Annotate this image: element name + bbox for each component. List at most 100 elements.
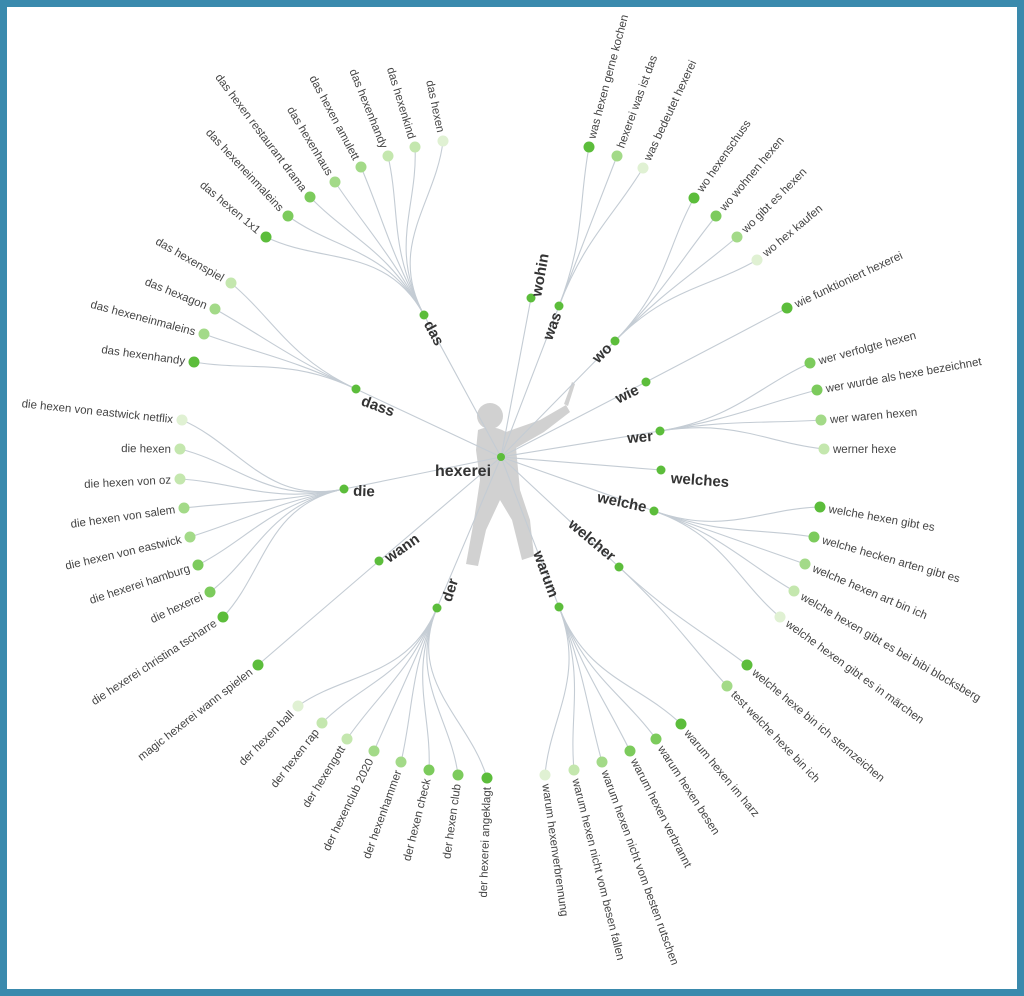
leaf-node[interactable] [721,680,733,692]
leaf-node[interactable] [452,769,464,781]
leaf-node[interactable] [176,414,188,426]
leaf-node[interactable] [781,302,793,314]
leaf-label[interactable]: magic hexerei wann spielen [136,667,255,764]
leaf-label[interactable]: der hexen check [402,777,434,862]
leaf-node[interactable] [192,559,204,571]
leaf-node[interactable] [174,443,186,455]
leaf-node[interactable] [198,328,210,340]
branch-node-die[interactable] [339,484,349,494]
leaf-label[interactable]: das hexenspiel [153,236,225,285]
branch-label-wann[interactable]: wann [381,530,423,566]
branch-node-welcher[interactable] [614,562,624,572]
branch-label-dass[interactable]: dass [359,393,397,421]
leaf-node[interactable] [539,769,551,781]
branch-label-die[interactable]: die [353,483,375,501]
leaf-node[interactable] [341,733,353,745]
branch-label-welches[interactable]: welches [669,470,729,491]
leaf-node[interactable] [818,443,830,455]
leaf-node[interactable] [423,764,435,776]
leaf-node[interactable] [252,659,264,671]
branch-label-wohin[interactable]: wohin [528,252,552,299]
leaf-node[interactable] [382,150,394,162]
branch-label-welcher[interactable]: welcher [564,515,619,565]
branch-node-warum[interactable] [554,602,564,612]
branch-label-warum[interactable]: warum [529,548,562,600]
branch-label-wer[interactable]: wer [625,428,653,447]
branch-label-wie[interactable]: wie [612,382,642,408]
leaf-node[interactable] [368,745,380,757]
leaf-node[interactable] [741,659,753,671]
leaf-label[interactable]: das hexen restaurant drama [212,72,309,195]
leaf-label[interactable]: die hexen von eastwick [64,534,183,572]
leaf-node[interactable] [217,611,229,623]
leaf-label[interactable]: wie funktioniert hexerei [792,250,905,311]
branch-node-welches[interactable] [656,465,666,475]
leaf-label[interactable]: die hexerei [149,591,205,626]
root-node[interactable] [497,453,505,461]
leaf-node[interactable] [355,161,367,173]
branch-label-der[interactable]: der [439,576,462,604]
leaf-label[interactable]: der hexerei angeklagt [478,786,494,898]
leaf-node[interactable] [596,756,608,768]
leaf-label[interactable]: der hexen club [441,783,463,859]
leaf-label[interactable]: wer verfolgte hexen [816,330,917,368]
leaf-node[interactable] [188,356,200,368]
leaf-label[interactable]: die hexen [121,443,171,456]
branch-node-wie[interactable] [641,377,651,387]
leaf-label[interactable]: das hexenkind [384,66,417,140]
leaf-label[interactable]: die hexen von salem [70,504,176,531]
leaf-label[interactable]: warum hexenverbrennung [539,782,570,917]
leaf-label[interactable]: die hexerei hamburg [88,563,191,607]
leaf-node[interactable] [260,231,272,243]
leaf-node[interactable] [675,718,687,730]
leaf-label[interactable]: wer waren hexen [829,407,918,427]
leaf-label[interactable]: das hexenhandy [101,344,186,368]
leaf-node[interactable] [583,141,595,153]
leaf-node[interactable] [292,700,304,712]
leaf-node[interactable] [710,210,722,222]
branch-node-wo[interactable] [610,336,620,346]
branch-label-das[interactable]: das [420,318,447,349]
leaf-label[interactable]: die hexerei christina tscharre [89,618,219,708]
leaf-label[interactable]: der hexenhammer [361,769,404,861]
leaf-node[interactable] [731,231,743,243]
leaf-node[interactable] [178,502,190,514]
leaf-label[interactable]: test welche hexe bin ich [728,689,821,785]
leaf-label[interactable]: die hexen von eastwick netflix [21,398,174,426]
leaf-node[interactable] [611,150,623,162]
leaf-node[interactable] [637,162,649,174]
leaf-node[interactable] [481,772,493,784]
leaf-node[interactable] [788,585,800,597]
leaf-node[interactable] [409,141,421,153]
leaf-node[interactable] [808,531,820,543]
leaf-node[interactable] [225,277,237,289]
branch-node-welche[interactable] [649,506,659,516]
leaf-node[interactable] [624,745,636,757]
leaf-node[interactable] [282,210,294,222]
leaf-node[interactable] [804,357,816,369]
leaf-node[interactable] [329,176,341,188]
leaf-label[interactable]: das hexenhandy [347,68,390,151]
branch-node-was[interactable] [554,301,564,311]
branch-label-welche[interactable]: welche [595,489,648,516]
leaf-label[interactable]: welche hexen gibt es [827,503,936,534]
branch-node-das[interactable] [419,310,429,320]
branch-node-der[interactable] [432,603,442,613]
leaf-node[interactable] [650,733,662,745]
branch-label-was[interactable]: was [539,310,565,343]
leaf-node[interactable] [568,764,580,776]
leaf-node[interactable] [204,586,216,598]
leaf-label[interactable]: das hexeneinmaleins [89,299,197,339]
leaf-node[interactable] [316,717,328,729]
branch-node-dass[interactable] [351,384,361,394]
leaf-node[interactable] [174,473,186,485]
leaf-node[interactable] [688,192,700,204]
leaf-node[interactable] [209,303,221,315]
leaf-node[interactable] [437,135,449,147]
leaf-label[interactable]: das hexagon [143,276,209,312]
leaf-node[interactable] [304,191,316,203]
branch-node-wer[interactable] [655,426,665,436]
leaf-node[interactable] [815,414,827,426]
branch-node-wann[interactable] [374,556,384,566]
leaf-node[interactable] [184,531,196,543]
